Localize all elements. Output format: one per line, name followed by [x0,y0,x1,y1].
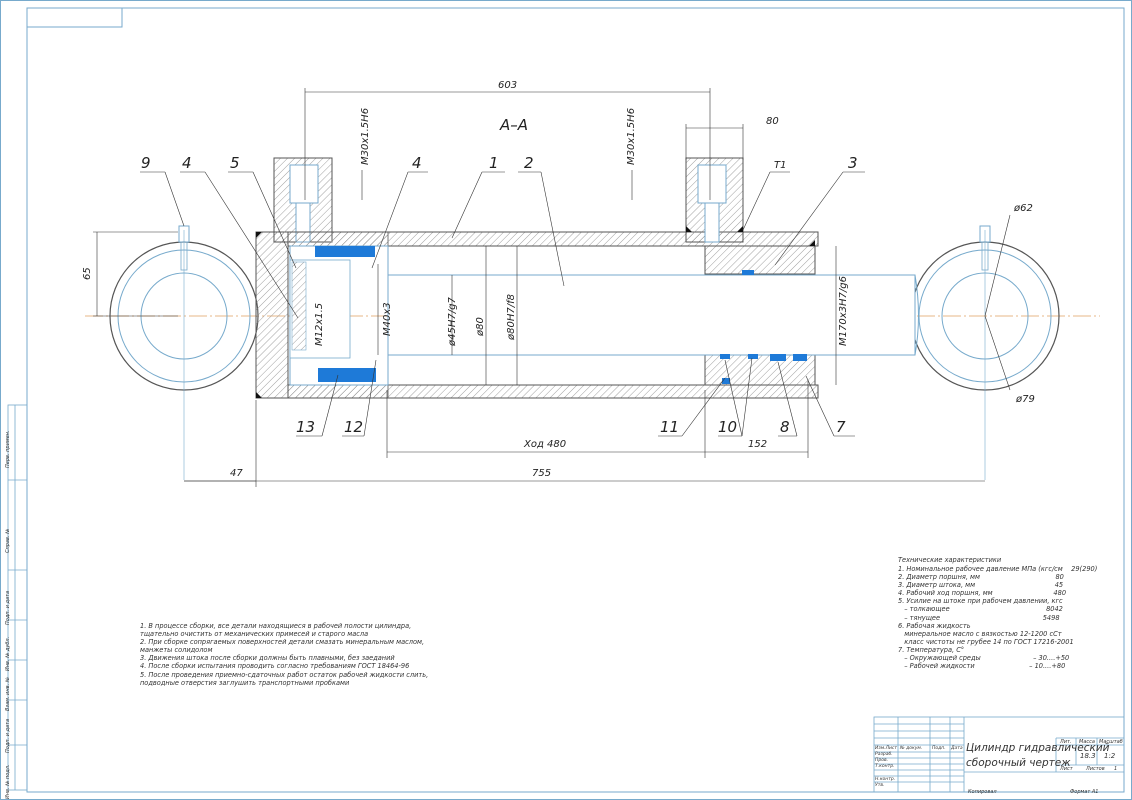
assembly-note-line: подводные отверстия заглушить транспортн… [140,678,350,687]
tb-col-label: Изм.Лист [875,746,897,751]
dim-eye-right-outer: ø79 [1015,394,1035,405]
tb-role: Разраб. [875,752,893,757]
leader-lines [140,171,865,437]
assembly-note-line: манжеты солидолом [140,646,213,655]
part-number: 10 [718,418,737,436]
part-number: 13 [296,418,315,436]
part-number: 9 [141,154,151,172]
mass-label: Масса [1079,739,1095,745]
dim-piston-thread: М40х3 [382,302,393,336]
dim-bore-fit: ø80Н7/f8 [506,294,517,341]
tech-spec-line: 3. Диаметр штока, мм 45 [898,581,1064,590]
part-number: Т1 [774,160,786,171]
left-eye [109,225,259,480]
side-stamp-columns [7,404,28,791]
right-eye [910,225,1060,480]
tech-specs-title: Технические характеристики [898,556,1002,564]
tech-spec-line: 5. Усилие на штоке при рабочем давлении,… [898,597,1063,606]
tech-spec-line: – Рабочей жидкости – 10....+80 [898,662,1066,671]
tech-spec-line: 6. Рабочая жидкость [898,621,971,630]
tb-col-label: Дата [951,746,963,751]
scale-label: Масштаб [1099,739,1123,745]
tech-spec-line: 2. Диаметр поршня, мм 80 [898,573,1064,582]
assembly-note-line: 5. После проведения приемно-сдаточных ра… [140,670,429,679]
part-number-callouts: 9 4 5 4 1 2 Т1 3 13 12 11 10 8 7 [141,154,858,436]
dim-eye-right-dia: ø62 [1013,203,1033,214]
part-number: 1 [489,154,499,172]
tb-role: Н.контр. [875,777,896,782]
dim-port-offset: 80 [766,116,779,127]
part-number: 11 [660,418,679,436]
tech-spec-line: 7. Температура, С° [898,645,965,654]
part-number: 8 [780,418,790,436]
dim-overall-top: 603 [498,80,517,91]
part-number: 2 [524,154,534,172]
dim-port-thread-right: М30х1.5Н6 [626,108,637,165]
part-number: 12 [344,418,363,436]
side-stamp-label: Инв. № подл. [5,764,11,800]
scale-value: 1:2 [1104,752,1116,760]
assembly-note-line: 2. При сборке сопрягаемых поверхностей д… [140,638,425,647]
sheets-label: Листов [1086,766,1105,772]
side-stamp-label: Справ. № [5,528,11,553]
dim-port-thread-left: М30х1.5Н6 [360,108,371,165]
dim-bore-inner: ø80 [475,317,486,337]
copied-label: Копировал [968,789,997,795]
part-number: 7 [836,418,846,436]
dim-gland-len: 152 [748,439,767,450]
tech-spec-line: 4. Рабочий ход поршня, мм 480 [898,589,1067,598]
assembly-note-line: 1. В процессе сборки, все детали находящ… [140,622,412,630]
part-number: 5 [230,154,240,172]
assembly-note-line: 4. После сборки испытания проводить согл… [140,662,410,671]
side-stamp-label: Перв. примен. [5,430,11,468]
tb-col-label: № докум. [900,746,923,751]
dim-eye-height: 65 [82,267,93,280]
title-block-frame [873,716,1125,793]
mass-value: 18.3 [1080,752,1096,760]
dimension-lines [93,88,1011,487]
part-number: 3 [848,154,858,172]
tech-spec-line: класс чистоты не грубее 14 по ГОСТ 17216… [898,637,1074,646]
drawing-title-line2: сборочный чертеж [966,757,1071,769]
tech-specs-list: 1. Номинальное рабочее давление МПа (кгс… [898,565,1097,670]
part-number: 4 [182,154,192,172]
cylinder-body [255,157,919,399]
tb-role: Утв. [875,783,885,788]
tech-spec-line: минеральное масло с вязкостью 12-1200 сС… [898,629,1062,638]
part-number: 4 [412,154,422,172]
drawing-title-line1: Цилиндр гидравлический [966,742,1110,754]
tech-spec-line: – Окружающей среды – 30....+50 [898,654,1070,663]
dim-gland-thread: М170х3Н7/g6 [838,276,849,346]
lit-label: Лит. [1060,739,1072,745]
tb-role: Т.контр. [875,764,895,769]
sheets-value: 1 [1114,766,1118,772]
format-label: Формат А1 [1070,789,1099,795]
assembly-notes: 1. В процессе сборки, все детали находящ… [140,622,428,687]
dim-rod-thread: М12х1.5 [314,303,325,346]
assembly-note-line: тщательно очистить от механических приме… [140,630,369,639]
section-label: А–А [499,116,528,134]
dim-stroke: Ход 480 [523,439,566,450]
tb-col-label: Подп. [932,746,946,751]
tech-spec-line: – тянущее 5498 [898,613,1060,622]
dim-overall-length: 755 [532,468,551,479]
dim-eye-left-len: 47 [230,468,243,479]
inner-frame [26,7,1125,793]
corner-stamp [26,7,123,28]
tech-spec-line: 1. Номинальное рабочее давление МПа (кгс… [898,565,1098,573]
tech-spec-line: – толкающее 8042 [898,605,1063,614]
dim-rod-dia: ø45Н7/g7 [447,297,458,347]
assembly-note-line: 3. Движения штока после сборки должны бы… [140,654,395,663]
tb-role: Пров. [875,758,889,763]
sheet-label: Лист [1060,766,1073,772]
